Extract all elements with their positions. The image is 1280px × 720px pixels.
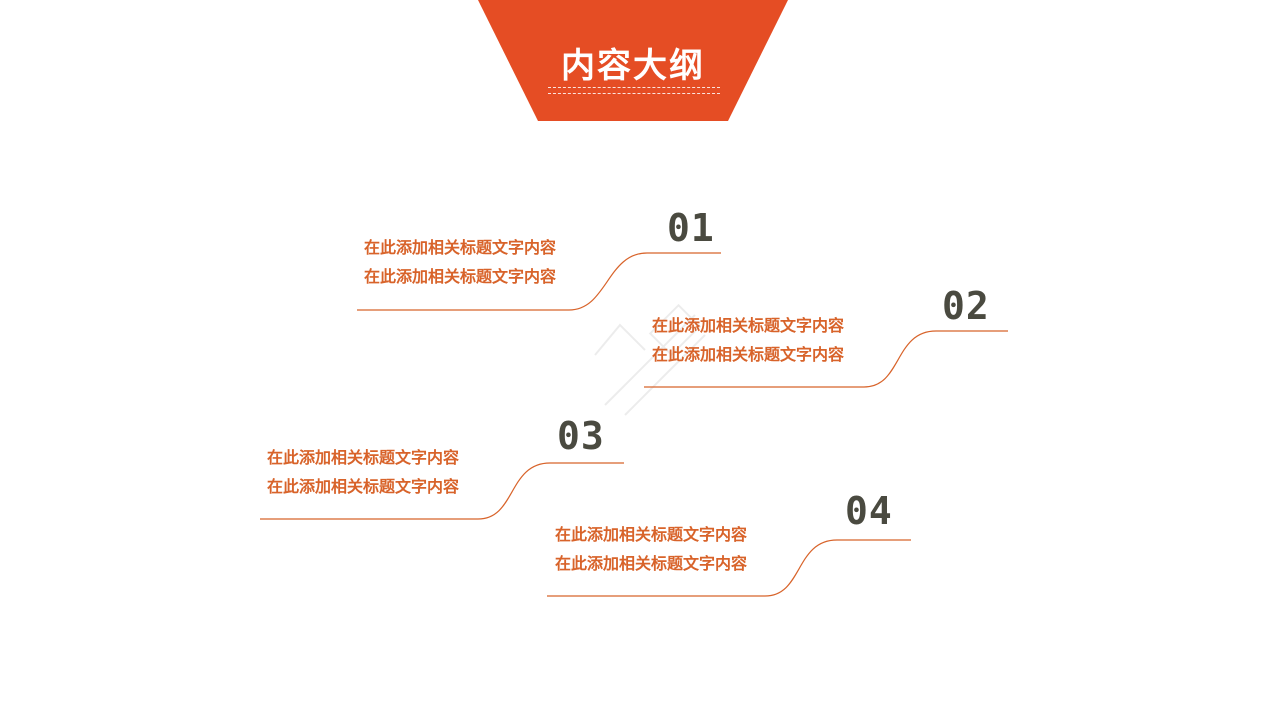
item-text-line-2: 在此添加相关标题文字内容 [364,267,557,286]
item-number: 03 [557,414,605,458]
banner-trapezoid-shape [478,0,788,121]
outline-item-01: 01 在此添加相关标题文字内容 在此添加相关标题文字内容 [357,205,727,315]
item-text-line-1: 在此添加相关标题文字内容 [267,448,460,467]
connector-line [357,252,721,311]
title-dashed-underline [548,87,720,94]
outline-item-04: 04 在此添加相关标题文字内容 在此添加相关标题文字内容 [547,492,917,602]
outline-item-02: 02 在此添加相关标题文字内容 在此添加相关标题文字内容 [644,283,1014,393]
item-text-line-2: 在此添加相关标题文字内容 [267,477,460,496]
item-number: 01 [667,206,715,250]
connector-line [644,330,1008,388]
connector-line [260,462,624,520]
item-text-line-2: 在此添加相关标题文字内容 [652,345,845,364]
item-text-line-1: 在此添加相关标题文字内容 [364,238,557,257]
page-title: 内容大纲 [561,46,705,86]
item-number: 02 [942,284,990,328]
item-number: 04 [845,489,893,533]
title-banner: 内容大纲 [478,0,788,121]
connector-line [547,539,911,597]
item-text-line-1: 在此添加相关标题文字内容 [555,525,748,544]
item-text-line-1: 在此添加相关标题文字内容 [652,316,845,335]
item-text-line-2: 在此添加相关标题文字内容 [555,554,748,573]
watermark-logo-icon [594,303,706,416]
outline-item-03: 03 在此添加相关标题文字内容 在此添加相关标题文字内容 [260,415,630,525]
